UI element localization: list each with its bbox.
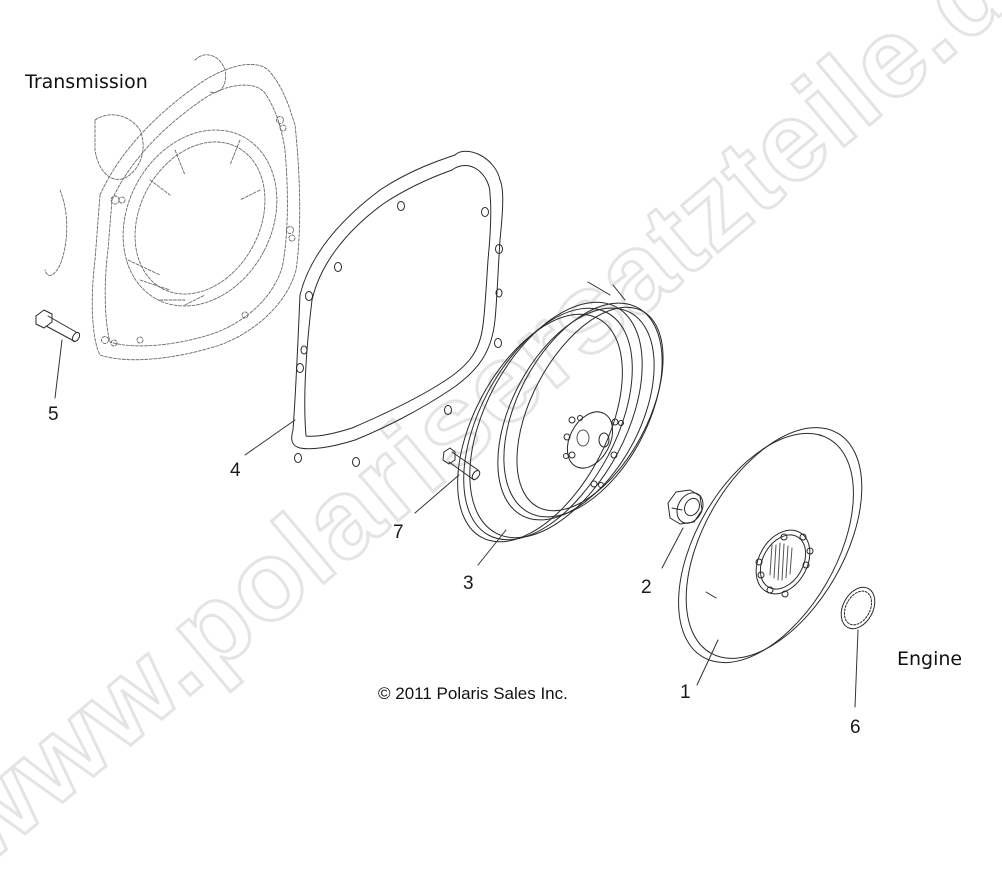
callout-1: 1 — [680, 682, 691, 703]
leader-line-3 — [477, 529, 507, 566]
bolt-drawing — [35, 309, 81, 343]
callout-2: 2 — [641, 577, 652, 598]
diagram-drawing — [35, 54, 876, 708]
snap-ring-drawing — [840, 586, 876, 630]
hex-nut-drawing — [667, 489, 704, 525]
callout-6: 6 — [850, 717, 861, 738]
transmission-label: Transmission — [25, 71, 148, 93]
transmission-housing-drawing — [44, 54, 301, 361]
engine-label: Engine — [897, 648, 963, 670]
flywheel-drum-drawing — [457, 281, 664, 543]
gasket-drawing — [291, 150, 504, 467]
callout-4: 4 — [230, 460, 241, 481]
callout-3: 3 — [463, 573, 474, 594]
copyright-text: © 2011 Polaris Sales Inc. — [378, 684, 568, 703]
leader-line-6 — [854, 629, 859, 708]
large-flywheel-disc-drawing — [678, 427, 863, 664]
callout-5: 5 — [48, 404, 59, 425]
leader-line-5 — [54, 339, 63, 399]
leader-line-4 — [244, 419, 296, 456]
leader-line-2 — [661, 527, 684, 569]
leader-line-1 — [696, 639, 719, 686]
callout-7: 7 — [393, 522, 404, 543]
leader-line-7 — [414, 474, 460, 514]
dowel-pin-drawing — [442, 447, 481, 481]
